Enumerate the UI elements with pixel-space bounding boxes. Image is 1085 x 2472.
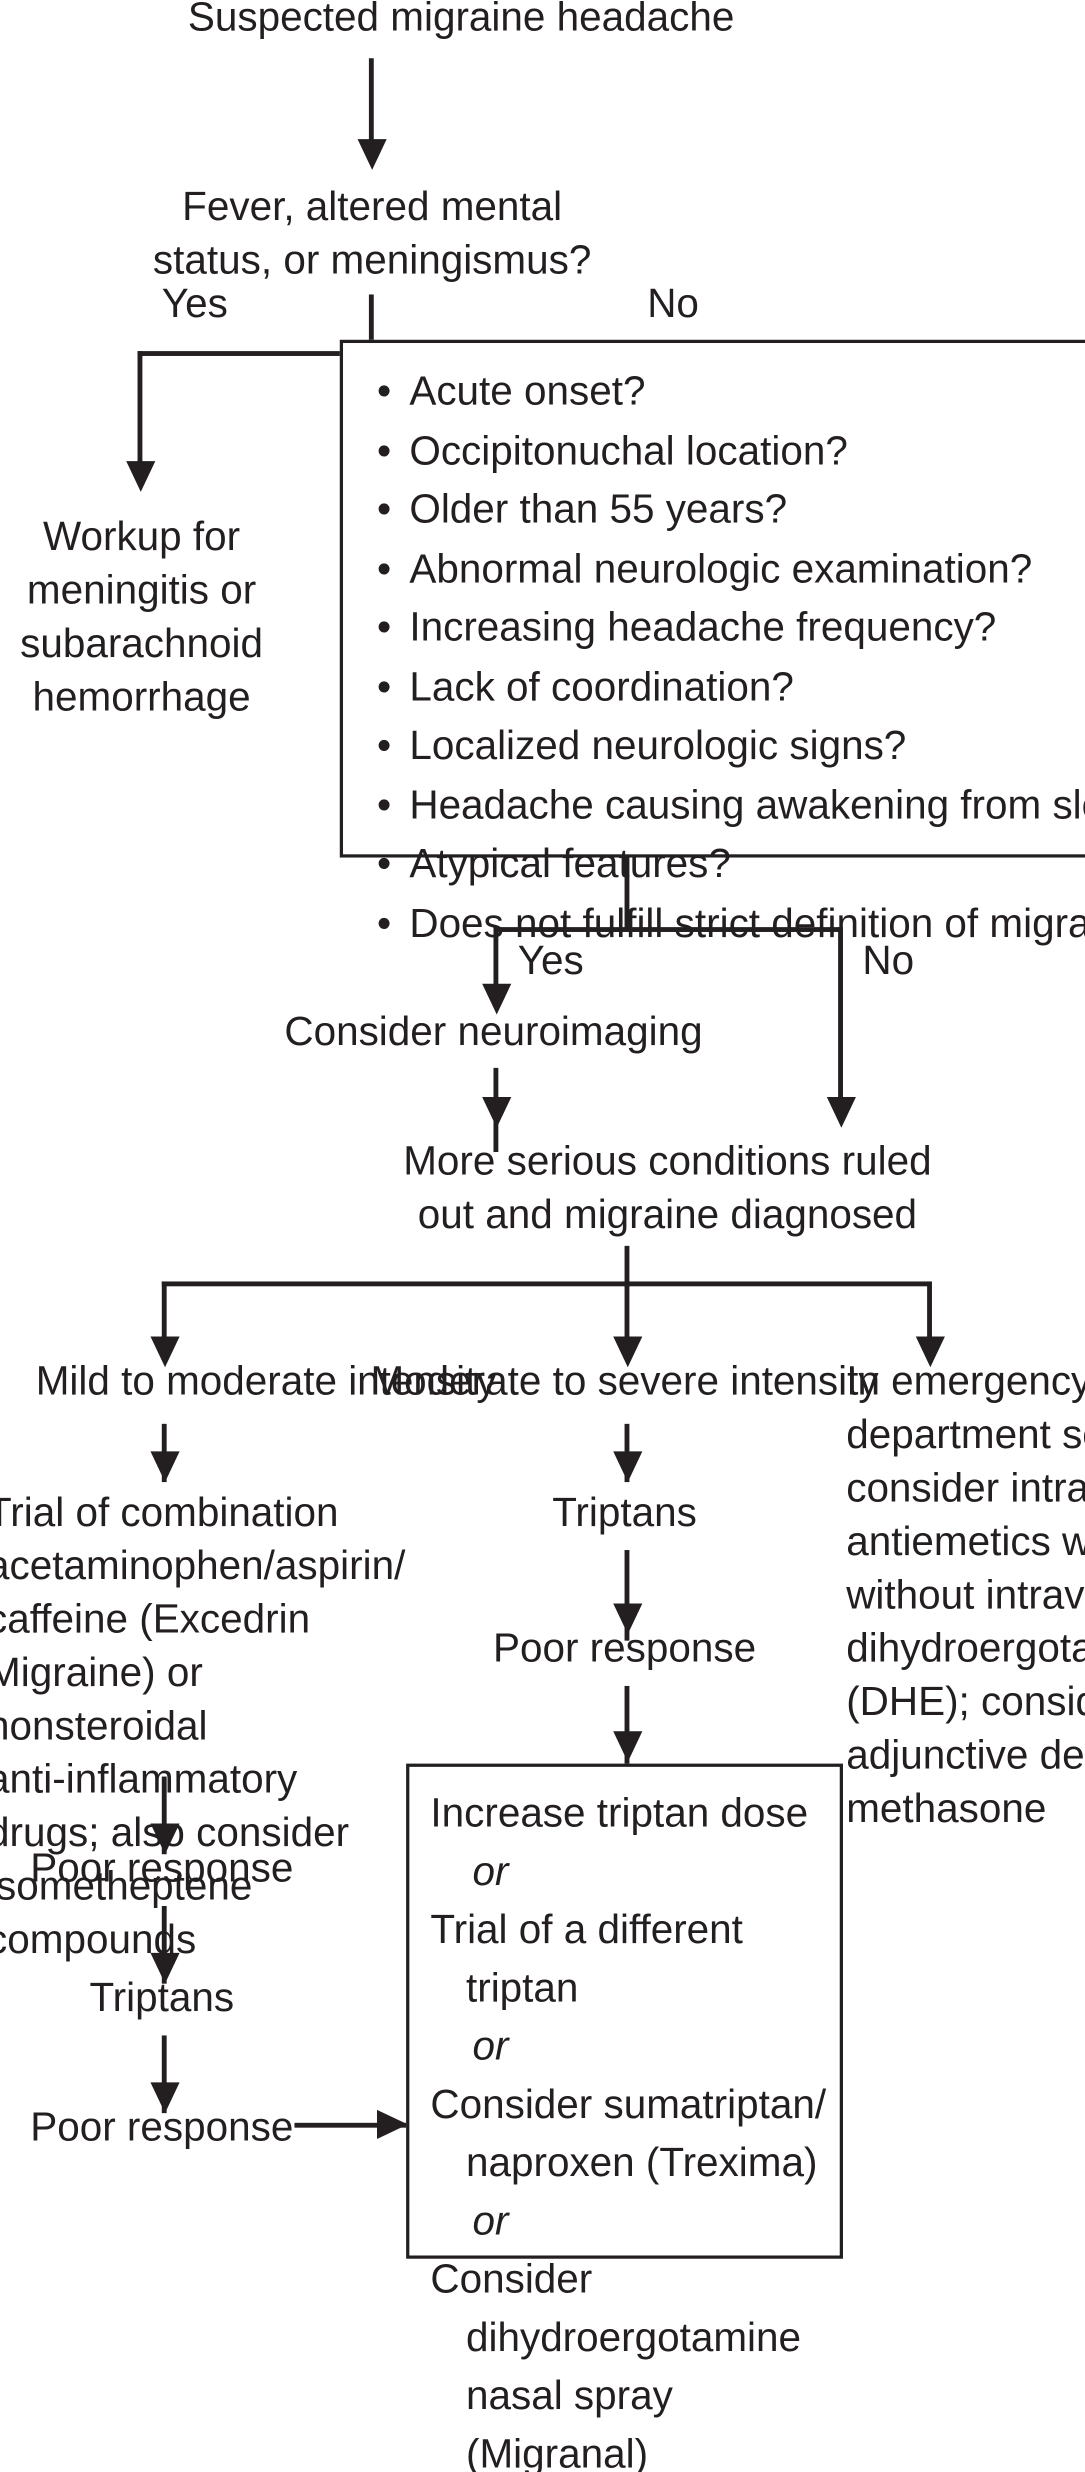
connector-branch-moderate [624,1281,629,1343]
arrow-moderate-to-triptans [612,1451,642,1483]
list-item: Atypical features? [374,835,1085,894]
arrow-branch-emergency [914,1336,945,1368]
node-workup: Workup for meningitis or subarachnoid he… [20,514,264,721]
connector-midtriptans-to-poor [624,1550,629,1641]
connector-fever-yes [137,351,142,470]
connector-lefttriptans-to-poor2 [161,2035,166,2114]
node-consider-neuroimaging: Consider neuroimaging [284,1009,703,1055]
arrow-trial-to-poor1 [149,1823,179,1855]
arrow-branch-moderate [612,1336,642,1368]
connector-left-to-triptanbox [294,2122,408,2127]
node-mild-moderate: Mild to moderate intensity [35,1359,497,1405]
node-mid-triptans: Triptans [552,1490,697,1536]
option-line: Consider sumatriptan/ naproxen (Trexima) [430,2082,827,2186]
arrow-mild-to-trial [149,1451,179,1483]
connector-midpoor-to-box [624,1685,629,1764]
option-or: or [472,2198,509,2245]
connector-trial-to-poor1 [161,1776,166,1855]
connector-redflag-no [838,927,843,1106]
connector-branch-emergency [927,1281,932,1343]
node-left-poor-response-1: Poor response [30,1846,294,1892]
list-item: Older than 55 years? [374,481,1085,540]
arrow-poor1-to-triptans [149,1952,179,1984]
arrow-redflag-no [825,1097,856,1128]
connector-redflag-yes [493,927,498,992]
node-moderate-severe: Moderate to severe intensity [370,1359,879,1405]
node-left-triptans: Triptans [89,1975,235,2021]
arrow-branch-mild [149,1336,179,1368]
connector-start-to-fever [368,58,373,148]
connector-branch-mild [161,1281,166,1343]
list-item: Acute onset? [374,362,1085,421]
list-item: Lack of coordination? [374,658,1085,717]
edge-label-fever-no: No [647,281,699,327]
list-item: Abnormal neurologic examination? [374,540,1085,599]
connector-poor1-to-triptans [161,1906,166,1984]
arrow-midpoor-to-box [612,1731,642,1763]
arrow-lefttriptans-to-poor2 [149,2082,179,2114]
list-item: Occipitonuchal location? [374,421,1085,480]
connector-three-way-bus [161,1281,931,1286]
list-item: Increasing headache frequency? [374,599,1085,658]
connector-ruledout-stem [624,1245,629,1285]
arrow-left-to-triptanbox [376,2109,408,2139]
node-mid-poor-response: Poor response [492,1626,757,1672]
arrow-redflag-yes [481,983,511,1015]
option-line: Trial of a different triptan [430,1907,743,2012]
option-line: Consider dihydroergotamine nasal spray (… [430,2257,802,2472]
option-or: or [472,2024,509,2070]
option-line: Increase triptan dose [430,1791,809,1837]
triptan-options-box [406,1763,843,2259]
triptan-options-list: Increase triptan dose or Trial of a diff… [430,1785,828,2472]
node-ruled-out: More serious conditions ruled out and mi… [403,1139,932,1238]
connector-redflag-bus [493,927,842,932]
node-start: Suspected migraine headache [187,0,735,41]
red-flag-list: Acute onset? Occipitonuchal location? Ol… [374,362,1085,953]
arrow-start-to-fever [356,139,386,170]
list-item: Localized neurologic signs? [374,717,1085,776]
connector-fever-stem [368,294,373,355]
node-left-poor-response-2: Poor response [30,2105,294,2151]
arrow-fever-yes [125,461,155,492]
list-item: Headache causing awakening from sleep? [374,776,1085,835]
arrow-midtriptans-to-poor [612,1603,642,1635]
list-item: Does not fulfill strict definition of mi… [374,894,1085,953]
node-fever-question: Fever, altered mental status, or meningi… [152,184,592,284]
option-or: or [472,1849,509,1895]
edge-label-redflag-yes: Yes [517,938,584,984]
node-emergency: In emergency department setting: conside… [846,1359,1085,1832]
edge-label-fever-yes: Yes [161,281,228,327]
node-combination-trial: Trial of combination acetaminophen/aspir… [0,1490,406,1963]
connector-redflag-stem [624,857,629,931]
arrow-neuroimaging-down [481,1097,511,1128]
edge-label-redflag-no: No [862,938,915,984]
